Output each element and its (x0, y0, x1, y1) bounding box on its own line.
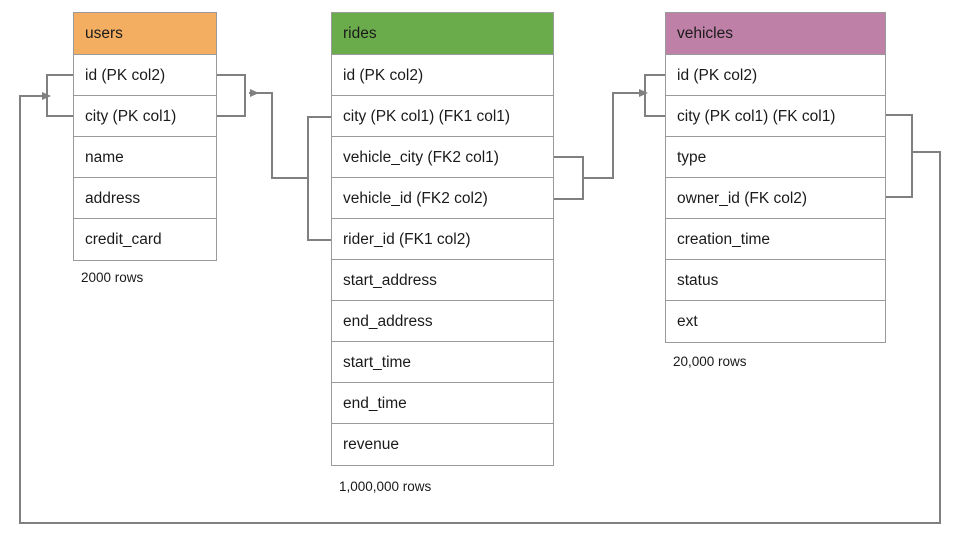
table-users-column-address: address (74, 178, 216, 219)
table-rides-column-end-time: end_time (332, 383, 553, 424)
table-users-column-id: id (PK col2) (74, 55, 216, 96)
table-rides-column-start-address: start_address (332, 260, 553, 301)
table-rides-column-id: id (PK col2) (332, 55, 553, 96)
table-rides-title: rides (332, 13, 553, 55)
table-vehicles-column-owner-id: owner_id (FK col2) (666, 178, 885, 219)
table-rides-column-city: city (PK col1) (FK1 col1) (332, 96, 553, 137)
table-rides-column-start-time: start_time (332, 342, 553, 383)
connector-rides-fk2-to-vehicles (582, 89, 648, 179)
connector-rides-right-bracket (553, 156, 584, 200)
table-users[interactable]: users id (PK col2) city (PK col1) name a… (73, 12, 217, 261)
table-vehicles-column-status: status (666, 260, 885, 301)
table-rides-row-count: 1,000,000 rows (339, 479, 432, 494)
table-vehicles-title: vehicles (666, 13, 885, 55)
connector-vehicles-left-bracket (644, 74, 666, 117)
table-vehicles-row-count: 20,000 rows (673, 354, 747, 369)
table-users-column-credit-card: credit_card (74, 219, 216, 260)
connector-rides-fk1-to-users (249, 89, 332, 241)
table-vehicles-column-type: type (666, 137, 885, 178)
table-users-column-city: city (PK col1) (74, 96, 216, 137)
table-rides-column-rider-id: rider_id (FK1 col2) (332, 219, 553, 260)
connector-users-right-bracket (216, 74, 246, 117)
table-rides-column-vehicle-id: vehicle_id (FK2 col2) (332, 178, 553, 219)
table-vehicles-column-id: id (PK col2) (666, 55, 885, 96)
table-vehicles-column-city: city (PK col1) (FK col1) (666, 96, 885, 137)
connector-users-left-bracket (46, 74, 74, 117)
table-users-title: users (74, 13, 216, 55)
table-vehicles-column-ext: ext (666, 301, 885, 342)
table-users-column-name: name (74, 137, 216, 178)
table-vehicles[interactable]: vehicles id (PK col2) city (PK col1) (FK… (665, 12, 886, 343)
table-rides-column-vehicle-city: vehicle_city (FK2 col1) (332, 137, 553, 178)
table-rides[interactable]: rides id (PK col2) city (PK col1) (FK1 c… (331, 12, 554, 466)
table-users-row-count: 2000 rows (81, 270, 144, 285)
table-rides-column-revenue: revenue (332, 424, 553, 465)
table-rides-column-end-address: end_address (332, 301, 553, 342)
table-vehicles-column-creation-time: creation_time (666, 219, 885, 260)
